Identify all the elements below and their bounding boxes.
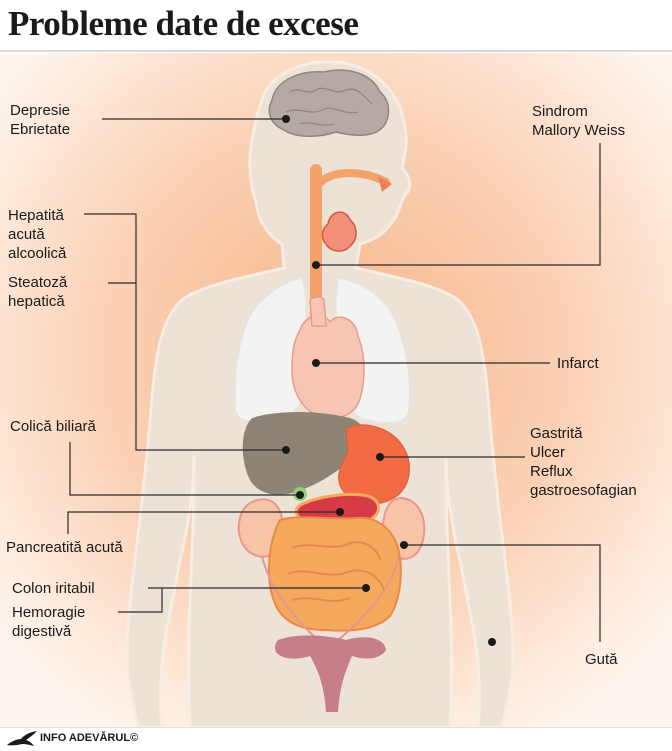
brain <box>268 69 390 137</box>
footer: INFO ADEVĂRUL© <box>0 727 672 751</box>
aorta <box>309 296 327 327</box>
brain-folds <box>285 87 373 126</box>
footer-credit: INFO ADEVĂRUL© <box>40 732 139 744</box>
ureters <box>261 555 399 641</box>
label-colon: Colon iritabil <box>12 580 95 597</box>
line-mallory-weiss <box>316 143 601 266</box>
tongue <box>378 176 392 192</box>
leader-dots <box>282 115 496 646</box>
page-title: Probleme date de excese <box>8 4 359 43</box>
label-mallory-weiss: Sindrom Mallory Weiss <box>532 103 626 139</box>
anatomy-illustration <box>0 53 672 727</box>
label-depression: Depresie Ebrietate <box>10 102 71 138</box>
label-infarct: Infarct <box>557 355 599 372</box>
left-lung <box>234 277 307 423</box>
line-hepatitis <box>84 213 286 451</box>
intestine-folds <box>287 541 385 602</box>
title-divider <box>0 50 672 52</box>
heart <box>291 314 365 419</box>
line-biliary-colic <box>69 442 300 496</box>
mouth-passage <box>312 169 390 194</box>
liver <box>242 412 365 495</box>
line-pancreatitis <box>67 511 340 534</box>
label-steatosis: Steatoză hepatică <box>8 274 68 310</box>
line-hemorrhage <box>118 588 163 613</box>
uterus <box>275 635 386 712</box>
label-hepatitis: Hepatită acută alcoolică <box>8 207 67 262</box>
leader-lines <box>67 118 601 642</box>
eagle-icon <box>7 731 37 746</box>
label-pancreatitis: Pancreatită acută <box>6 539 123 556</box>
label-biliary-colic: Colică biliară <box>10 418 96 435</box>
label-hemorrhage: Hemoragie digestivă <box>12 604 86 640</box>
line-gout <box>404 544 601 642</box>
throat-gland <box>321 211 357 252</box>
label-gout: Gută <box>585 651 618 668</box>
label-gastric: Gastrită Ulcer Reflux gastroesofagian <box>530 425 637 499</box>
